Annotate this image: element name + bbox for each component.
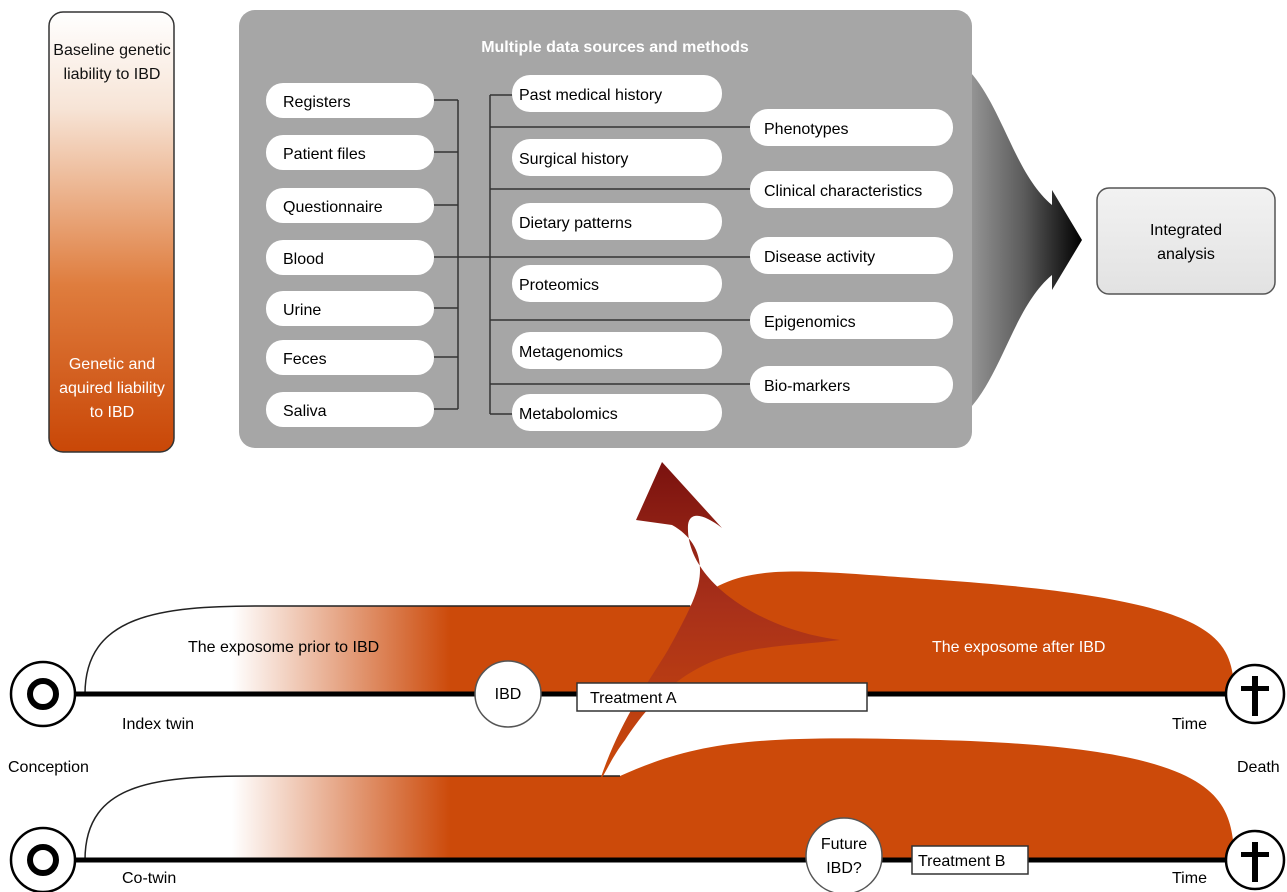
future-ibd-line-2: IBD? xyxy=(826,860,862,877)
treatment-b-bar xyxy=(911,845,1029,875)
treatment-a-label: Treatment A xyxy=(590,690,677,707)
ibd-event xyxy=(474,660,542,728)
outcome-label: Disease activity xyxy=(764,249,875,266)
method-pill xyxy=(512,75,722,112)
source-list: Registers Patient files Questionnaire Bl… xyxy=(266,83,434,427)
baseline-liability-line-2: liability to IBD xyxy=(64,66,161,83)
co-twin-label: Co-twin xyxy=(122,870,176,887)
index-twin-label: Index twin xyxy=(122,716,194,733)
source-pill xyxy=(266,83,434,118)
outcome-list: Phenotypes Clinical characteristics Dise… xyxy=(750,109,953,403)
source-pill xyxy=(266,291,434,326)
death-cross-icon xyxy=(1224,829,1286,891)
outcome-pill xyxy=(750,366,953,403)
index-twin-exposome-outline xyxy=(84,605,690,695)
future-ibd-line-1: Future xyxy=(821,836,867,853)
co-time-label: Time xyxy=(1172,870,1207,887)
outcome-pill xyxy=(750,171,953,208)
source-pill xyxy=(266,340,434,375)
method-label: Surgical history xyxy=(519,151,628,168)
death-label: Death xyxy=(1237,759,1280,776)
integrated-analysis-box xyxy=(1096,187,1276,295)
source-pill xyxy=(266,135,434,170)
source-pill xyxy=(266,392,434,427)
outcome-pill xyxy=(750,109,953,146)
exposome-prior-label: The exposome prior to IBD xyxy=(188,639,379,656)
method-pill xyxy=(512,394,722,431)
source-label: Urine xyxy=(283,302,321,319)
outcome-label: Epigenomics xyxy=(764,314,856,331)
liability-gradient xyxy=(48,11,175,453)
method-label: Metabolomics xyxy=(519,406,618,423)
funnel-arrow xyxy=(955,58,1082,422)
panel-connectors xyxy=(432,94,750,415)
conception-label: Conception xyxy=(8,759,89,776)
source-label: Feces xyxy=(283,351,327,368)
method-label: Dietary patterns xyxy=(519,215,632,232)
integrated-analysis-line-1: Integrated xyxy=(1150,222,1222,239)
source-pill xyxy=(266,188,434,223)
source-label: Saliva xyxy=(283,403,327,420)
conception-icon xyxy=(9,826,77,892)
liability-bar: Baseline genetic liability to IBD Geneti… xyxy=(48,11,175,453)
future-ibd-event xyxy=(805,817,883,892)
source-label: Blood xyxy=(283,251,324,268)
method-label: Past medical history xyxy=(519,87,662,104)
panel-title: Multiple data sources and methods xyxy=(481,39,749,56)
co-twin-exposome-outline xyxy=(84,775,620,861)
outcome-pill xyxy=(750,237,953,274)
treatment-b-label: Treatment B xyxy=(918,853,1005,870)
method-label: Proteomics xyxy=(519,277,599,294)
source-label: Patient files xyxy=(283,146,366,163)
ibd-label: IBD xyxy=(495,686,522,703)
acquired-liability-line-2: aquired liability xyxy=(59,380,165,397)
outcome-label: Phenotypes xyxy=(764,121,849,138)
acquired-liability-line-1: Genetic and xyxy=(69,356,155,373)
integrated-analysis-line-2: analysis xyxy=(1157,246,1215,263)
data-flow-arrow xyxy=(600,462,840,780)
outcome-pill xyxy=(750,302,953,339)
source-label: Registers xyxy=(283,94,351,111)
conception-icon xyxy=(9,660,77,728)
index-time-label: Time xyxy=(1172,716,1207,733)
index-twin-exposome xyxy=(85,571,1235,694)
method-pill xyxy=(512,139,722,176)
treatment-a-bar xyxy=(576,682,868,712)
source-pill xyxy=(266,240,434,275)
acquired-liability-line-3: to IBD xyxy=(90,404,134,421)
source-label: Questionnaire xyxy=(283,199,383,216)
method-label: Metagenomics xyxy=(519,344,623,361)
outcome-label: Clinical characteristics xyxy=(764,183,922,200)
method-pill xyxy=(512,203,722,240)
method-pill xyxy=(512,265,722,302)
death-cross-icon xyxy=(1224,663,1286,725)
co-twin-exposome xyxy=(85,738,1235,860)
method-pill xyxy=(512,332,722,369)
exposome-after-label: The exposome after IBD xyxy=(932,639,1105,656)
outcome-label: Bio-markers xyxy=(764,378,850,395)
baseline-liability-line-1: Baseline genetic xyxy=(53,42,170,59)
method-list: Past medical history Surgical history Di… xyxy=(512,75,722,431)
